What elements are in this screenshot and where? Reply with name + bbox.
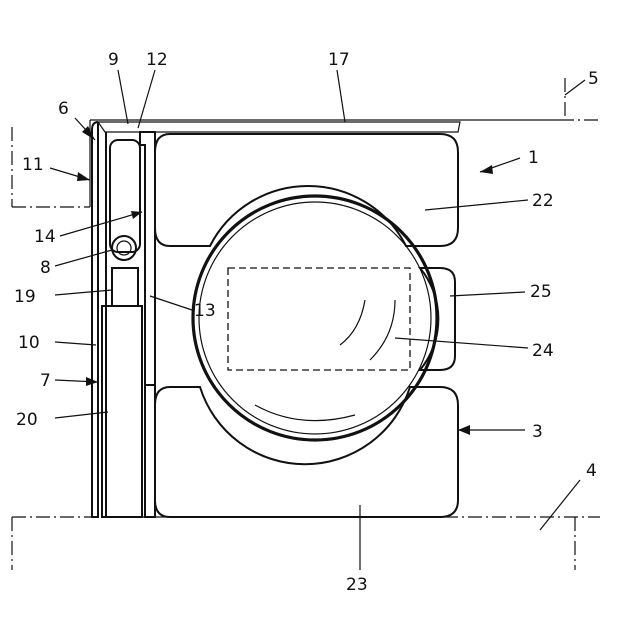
label-7: 7 [40, 371, 51, 391]
label-22: 22 [532, 191, 554, 211]
label-11: 11 [22, 155, 44, 175]
label-10: 10 [18, 333, 40, 353]
label-23: 23 [346, 575, 368, 595]
label-5: 5 [588, 69, 599, 89]
sensor-body [102, 306, 142, 517]
shield-plate-lower [145, 300, 155, 517]
outer-ring [155, 134, 458, 246]
label-1: 1 [528, 148, 539, 168]
label-6: 6 [58, 99, 69, 119]
label-3: 3 [532, 422, 543, 442]
cover-plate [92, 122, 98, 517]
label-24: 24 [532, 341, 554, 361]
label-20: 20 [16, 410, 38, 430]
label-17: 17 [328, 50, 350, 70]
label-9: 9 [108, 50, 119, 70]
label-14: 14 [34, 227, 56, 247]
holder-block [112, 268, 138, 306]
label-12: 12 [146, 50, 168, 70]
shaft-outline [12, 517, 600, 570]
leader-lines [50, 70, 585, 570]
label-13: 13 [194, 301, 216, 321]
label-8: 8 [40, 258, 51, 278]
outer-sleeve [98, 122, 460, 132]
inner-ring [155, 387, 458, 517]
label-19: 19 [14, 287, 36, 307]
label-4: 4 [586, 461, 597, 481]
coil-element [112, 236, 136, 260]
sensor-dashed-outline [228, 268, 410, 370]
housing-outline [12, 78, 600, 207]
rolling-ball [193, 196, 437, 440]
label-25: 25 [530, 282, 552, 302]
